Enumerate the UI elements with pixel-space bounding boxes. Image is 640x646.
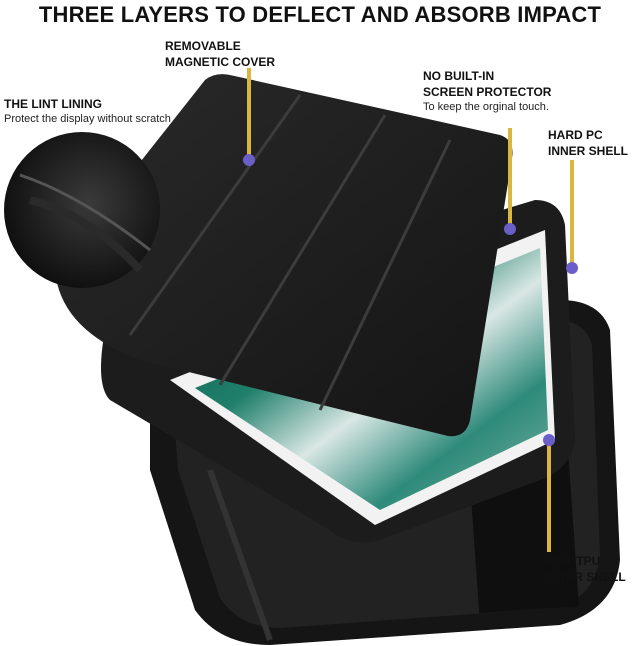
callout-tpu-shell — [543, 434, 555, 552]
lint-lining-closeup — [4, 132, 160, 288]
cover-label-line1: REMOVABLE — [165, 39, 241, 53]
removable-magnetic-cover — [55, 74, 513, 437]
tpu-label-line2: OUTER SHELL — [541, 570, 626, 584]
headline: THREE LAYERS TO DEFLECT AND ABSORB IMPAC… — [38, 2, 602, 27]
protector-label-line1: NO BUILT-IN — [423, 69, 495, 83]
lint-label-title: THE LINT LINING — [4, 97, 102, 111]
pc-label-line2: INNER SHELL — [548, 144, 629, 158]
protector-label-line2: SCREEN PROTECTOR — [423, 85, 552, 99]
protector-label-desc: To keep the orginal touch. — [423, 101, 549, 113]
callout-screen-protector — [504, 128, 516, 235]
cover-label-line2: MAGNETIC COVER — [165, 55, 276, 69]
tpu-label-line1: SOFT TPU — [541, 554, 601, 568]
callout-pc-shell — [566, 160, 578, 274]
lint-label-desc: Protect the display without scratch — [4, 113, 171, 125]
pc-label-line1: HARD PC — [548, 128, 603, 142]
callout-cover — [243, 68, 255, 166]
